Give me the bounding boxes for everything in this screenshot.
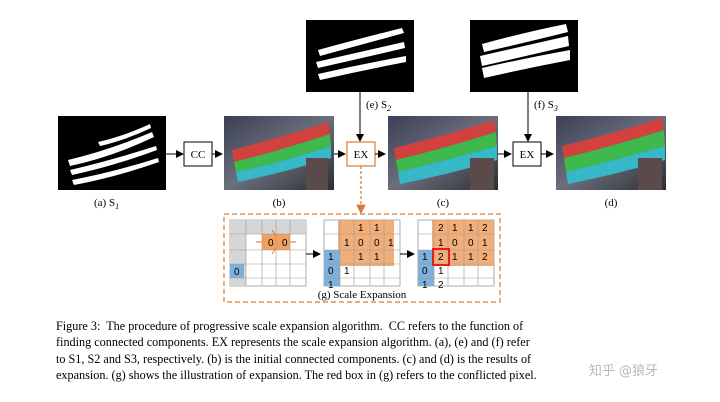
g3-cell: 1 <box>468 252 474 263</box>
g3-cell: 1 <box>482 238 488 249</box>
g2-cell: 1 <box>344 266 350 277</box>
g3-cell: 2 <box>438 280 444 291</box>
panel-d-label: (d) <box>605 197 618 209</box>
g1-cell: 0 <box>234 267 240 278</box>
g2-cell: 1 <box>328 252 334 263</box>
ex1-label: EX <box>354 149 369 161</box>
g3-cell: 1 <box>452 252 458 263</box>
g3-cell: 0 <box>452 238 458 249</box>
ex2-label: EX <box>520 149 535 161</box>
caption-line-4: expansion. (g) shows the illustration of… <box>56 368 537 383</box>
caption-line-3: to S1, S2 and S3, respectively. (b) is t… <box>56 351 532 366</box>
g2-cell: 1 <box>328 280 334 291</box>
g2-cell: 0 <box>358 238 364 249</box>
panel-c-image <box>388 116 498 190</box>
g2-cell: 1 <box>374 223 380 234</box>
g2-cell: 1 <box>388 238 394 249</box>
g2-cell: 1 <box>358 252 364 263</box>
panel-g-frame <box>223 213 501 303</box>
caption-line-2: finding connected components. EX represe… <box>56 335 530 350</box>
panel-b-label: (b) <box>273 197 286 209</box>
g3-cell: 2 <box>482 252 488 263</box>
g3-cell: 2 <box>482 223 488 234</box>
ex1-box <box>346 141 376 167</box>
g3-cell: 1 <box>452 223 458 234</box>
g3-cell: 1 <box>438 238 444 249</box>
panel-d-image <box>556 116 666 190</box>
panel-e-label: (e) S2 <box>366 99 391 113</box>
panel-b-image <box>224 116 334 190</box>
conflicted-pixel-box <box>432 248 450 266</box>
g2-cell: 0 <box>374 238 380 249</box>
figure-caption: Figure 3: The procedure of progressive s… <box>56 318 668 384</box>
panel-e-mask <box>306 20 414 92</box>
panel-a-mask <box>58 116 166 190</box>
g3-cell: 2 <box>438 252 444 263</box>
g3-cell: 1 <box>438 266 444 277</box>
g3-cell: 1 <box>422 280 428 291</box>
g2-cell: 0 <box>328 266 334 277</box>
g1-cell: 0 <box>268 238 274 249</box>
panel-c-label: (c) <box>437 197 450 209</box>
g1-cell: 0 <box>282 238 288 249</box>
g2-cell: 1 <box>374 252 380 263</box>
panel-g-label: (g) Scale Expansion <box>318 289 407 301</box>
panel-f-mask <box>470 20 578 92</box>
expansion-grid-2: 1 1 1 0 0 1 1 1 1 0 1 1 <box>323 219 401 291</box>
expansion-grid-3: 2 1 1 2 1 0 0 1 1 2 1 1 2 0 1 1 2 <box>417 219 495 291</box>
g3-cell: 0 <box>468 238 474 249</box>
caption-line-1: Figure 3: The procedure of progressive s… <box>56 319 524 333</box>
g3-cell: 0 <box>422 266 428 277</box>
g3-cell: 2 <box>438 223 444 234</box>
panel-a-label: (a) S1 <box>94 197 119 211</box>
panel-f-label: (f) S3 <box>534 99 558 113</box>
g2-cell: 1 <box>344 238 350 249</box>
expansion-grid-1: 0 0 0 <box>229 219 307 287</box>
watermark: 知乎 @狼牙 <box>588 364 658 379</box>
cc-label: CC <box>191 149 206 161</box>
g3-cell: 1 <box>468 223 474 234</box>
g3-cell: 1 <box>422 252 428 263</box>
ex2-box <box>512 141 542 167</box>
g2-cell: 1 <box>358 223 364 234</box>
